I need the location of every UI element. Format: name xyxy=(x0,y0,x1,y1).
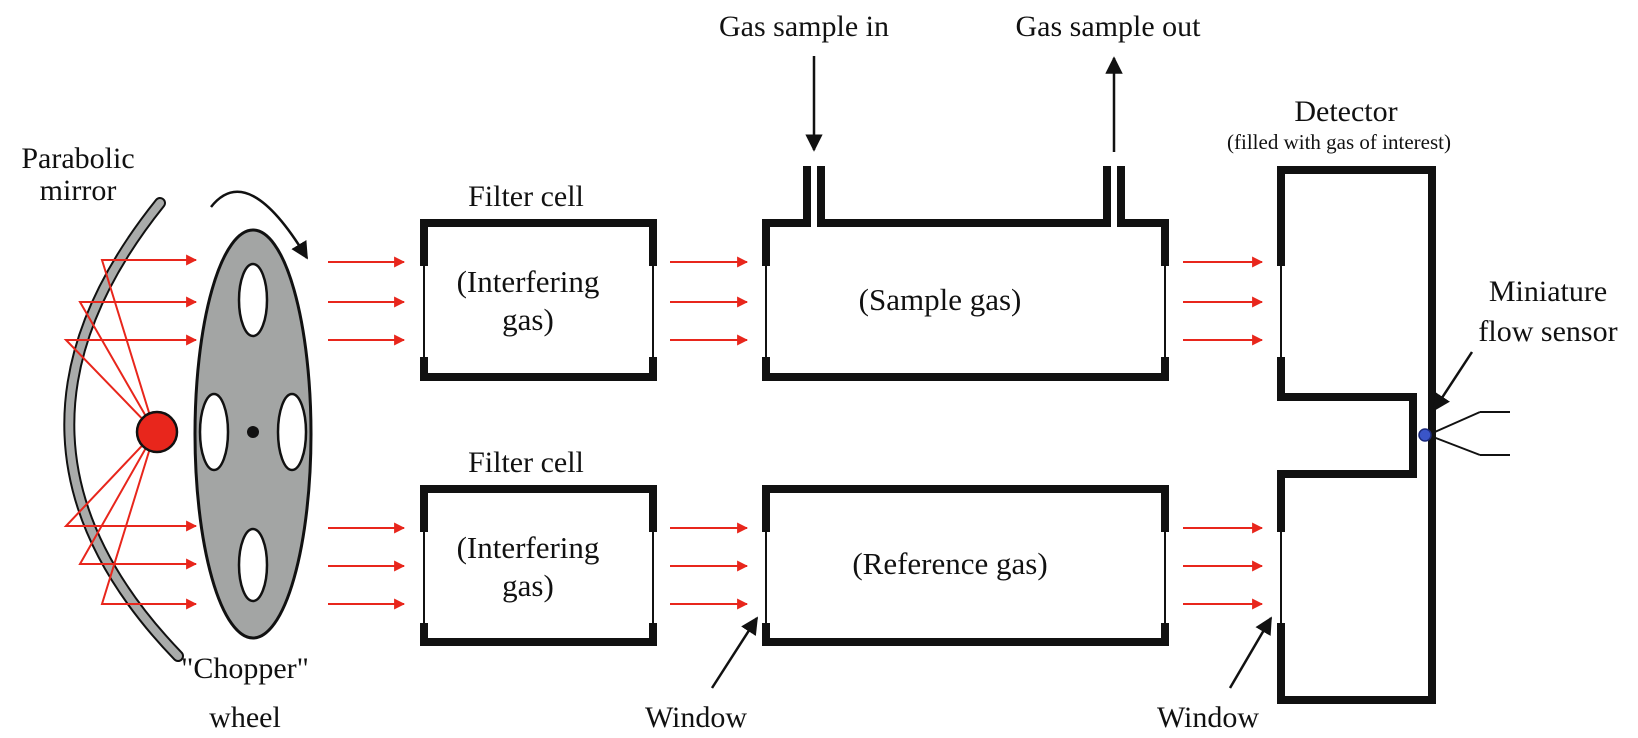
parabolic-mirror xyxy=(63,197,184,662)
chopper-label-line2: wheel xyxy=(209,701,281,734)
interfering-gas-bottom-line1: (Interfering xyxy=(457,530,600,565)
filter-cell-bottom xyxy=(420,485,657,646)
detector-label: Detector xyxy=(1294,95,1397,128)
chopper-label-line1: "Chopper" xyxy=(181,652,309,685)
window-right-pointer xyxy=(1228,616,1273,689)
window-left-pointer xyxy=(710,616,759,689)
ir-source xyxy=(135,410,179,454)
window-left-label: Window xyxy=(645,701,747,734)
reference-gas-label: (Reference gas) xyxy=(852,546,1047,581)
interfering-gas-top-line2: gas) xyxy=(502,302,554,337)
chopper-slot-right xyxy=(276,392,308,472)
flow-sensor-label-line2: flow sensor xyxy=(1478,315,1617,348)
sample-gas-cell xyxy=(762,166,1169,381)
sample-gas-label: (Sample gas) xyxy=(859,282,1022,317)
chopper-slot-bottom xyxy=(237,527,269,603)
ir-beam-arrows xyxy=(328,256,1264,610)
gas-in-label: Gas sample in xyxy=(719,10,889,43)
mirror-label-line1: Parabolic xyxy=(21,142,134,175)
chopper-slot-left xyxy=(198,392,230,472)
reflected-rays xyxy=(63,254,198,610)
interfering-gas-bottom-line2: gas) xyxy=(502,568,554,603)
reference-gas-cell xyxy=(762,485,1169,646)
flow-sensor-label-line1: Miniature xyxy=(1489,275,1607,308)
filter-cell-bottom-label: Filter cell xyxy=(468,446,584,479)
window-right-label: Window xyxy=(1157,701,1259,734)
interfering-gas-top-line1: (Interfering xyxy=(457,264,600,299)
detector xyxy=(1277,166,1436,704)
flow-sensor-pointer xyxy=(1432,351,1474,412)
chopper-hub xyxy=(247,426,259,438)
filter-cell-top-label: Filter cell xyxy=(468,180,584,213)
flow-sensor xyxy=(1418,411,1510,456)
filter-cell-top xyxy=(420,219,657,381)
rotation-arrow xyxy=(210,190,309,260)
chopper-slot-top xyxy=(237,262,269,338)
chopper-wheel xyxy=(193,228,313,640)
detector-note: (filled with gas of interest) xyxy=(1227,130,1451,154)
gas-out-label: Gas sample out xyxy=(1016,10,1202,43)
mirror-label-line2: mirror xyxy=(40,174,117,207)
